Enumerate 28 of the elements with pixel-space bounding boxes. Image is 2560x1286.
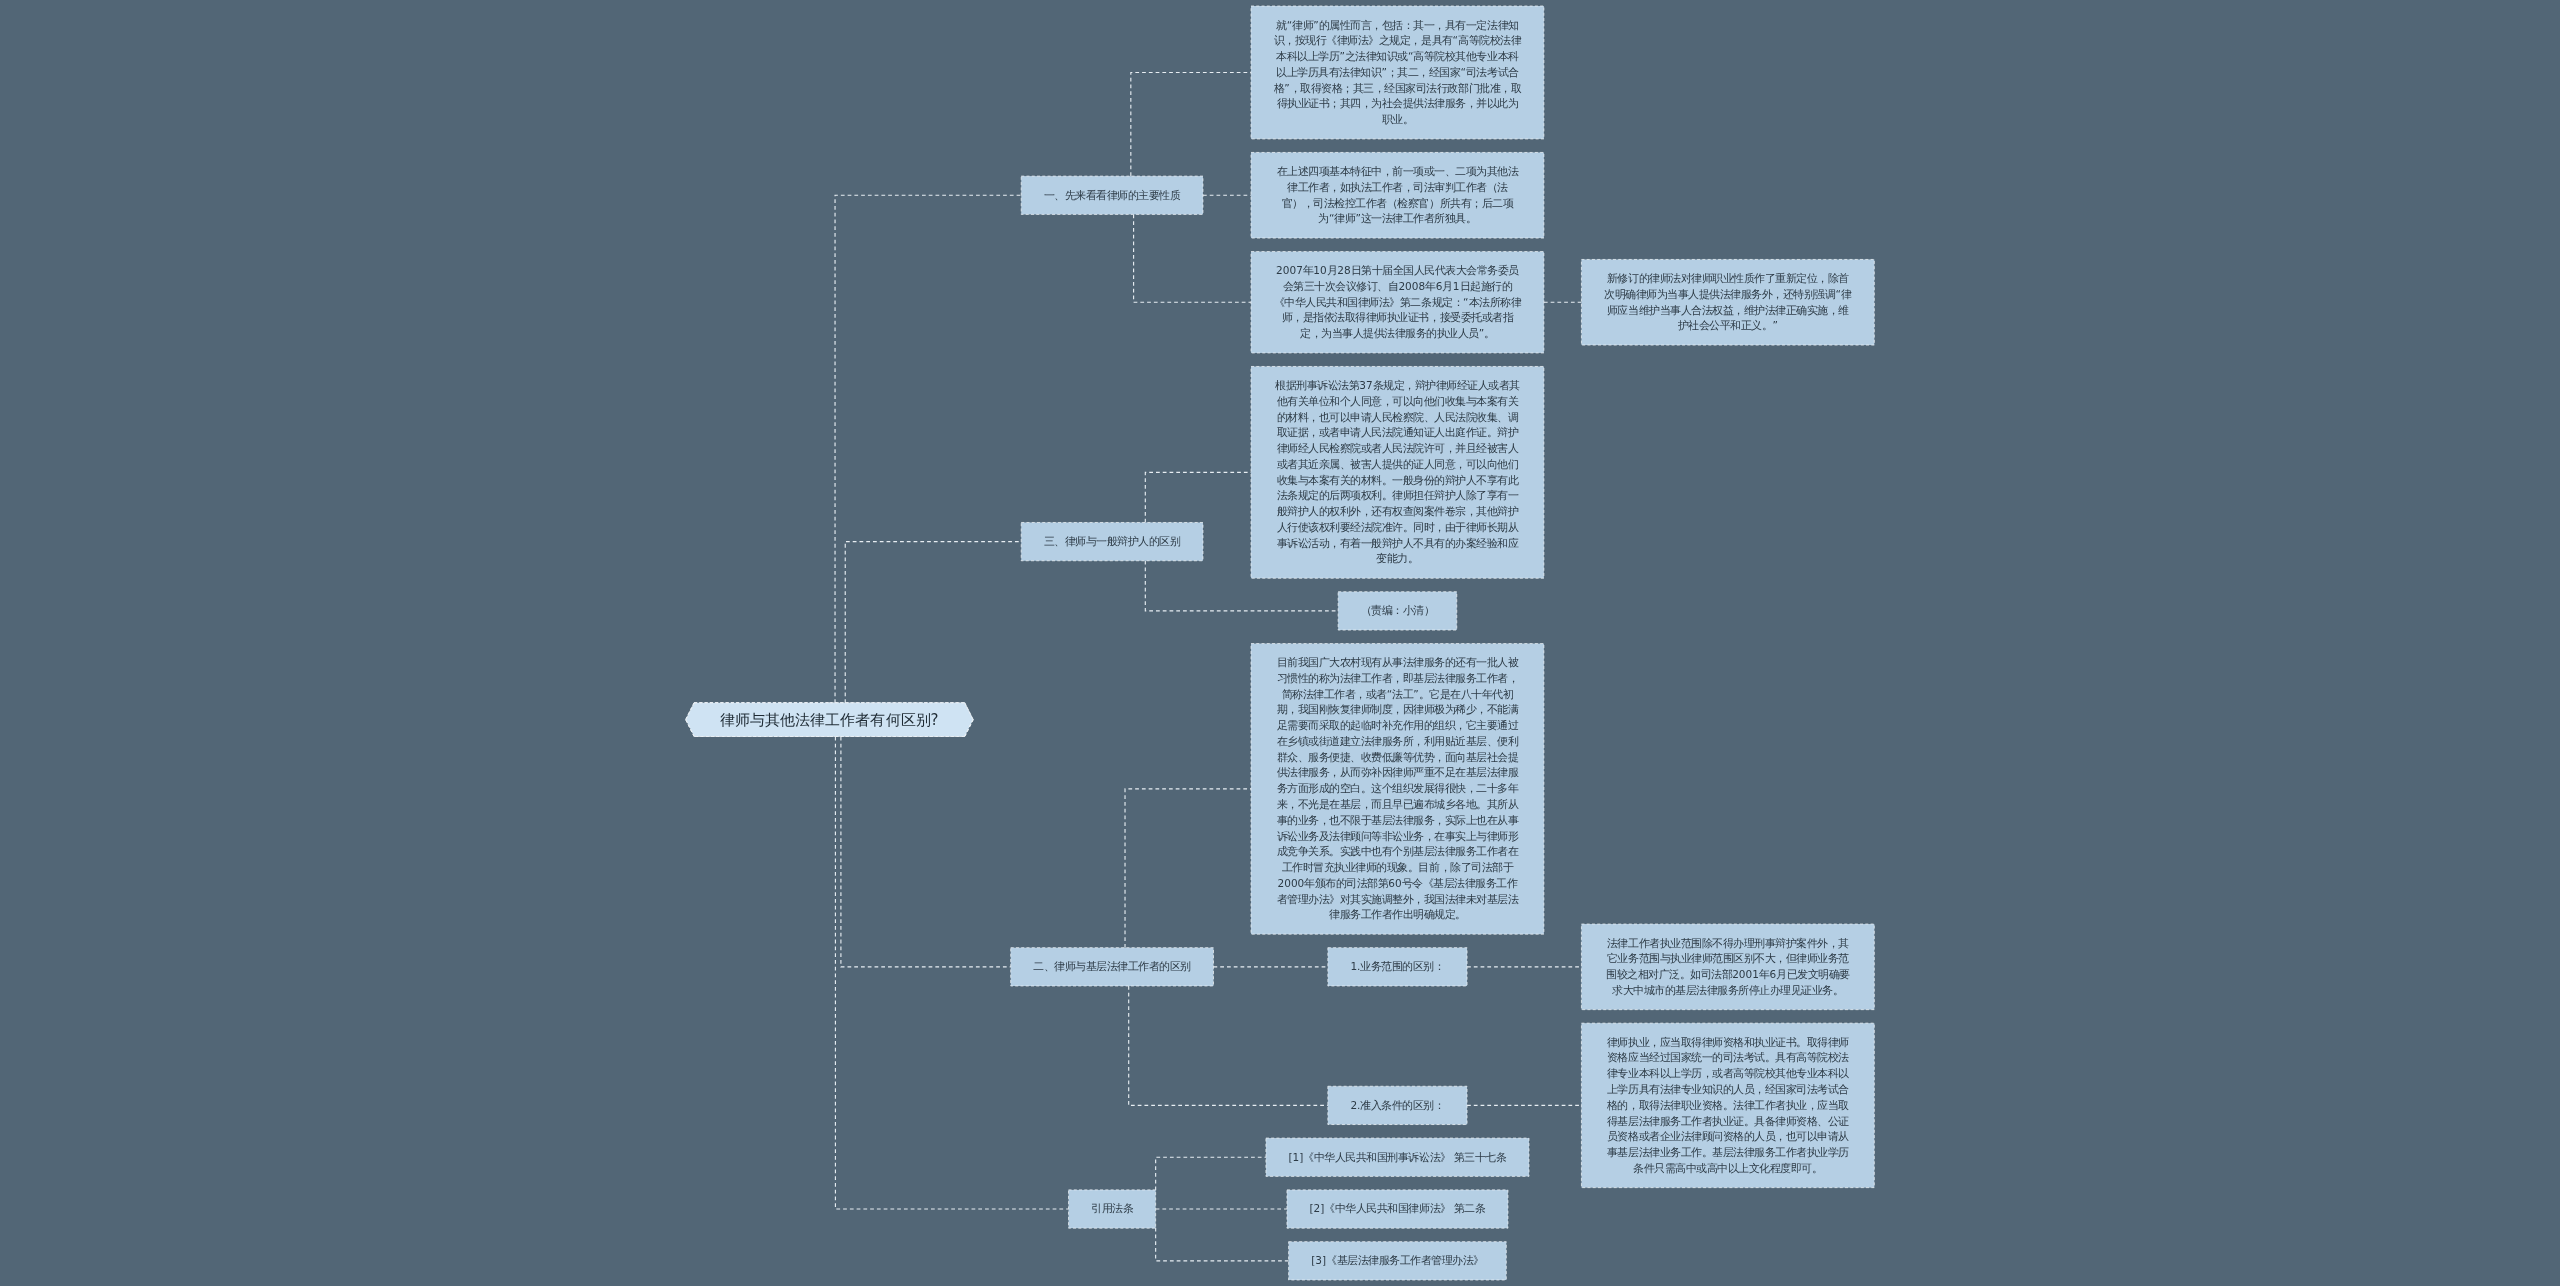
connector [844,541,1022,704]
node-box: 目前我国广大农村现有从事法律服务的还有一批人被习惯性的称为法律工作者，即基层法律服务工作者，简称法律工作者，或者“法工”。它是在八十年代初期，我国刚恢复律师制度，因律师极为稀少，不能满足需要而采取的起临时补充作用的组织，它主要通过在乡镇或街道建立法律服务所，利用贴近基层、便利群众、服务便捷、收费低廉等优势，面向基层社会提供法律服务，从而弥补因律师严重不足在基层法律服务方面形成的空白。这个组织发展得很快，二十多年来，不光是在基层，而且早已遍布城乡各地。其所从事的业务，也不限于基层法律服务，实际上也在从事诉讼业务及法律顾问等非讼业务，在事实上与律师形成竞争关系。实践中也有个别基层法律服务工作者在工作时冒充执业律师的现象。目前，除了司法部于2000年颁布的司法部第60号令《基层法律服务工作者管理办法》对其实施调整外，我国法律未对基层法律服务工作者作出明确规定。 [1250,643,1545,935]
node-box: （责编：小清） [1337,591,1458,631]
node-box: 新修订的律师法对律师职业性质作了重新定位，除首次明确律师为当事人提供法律服务外，还特别强调“律师应当维护当事人合法权益，维护法律正确实施，维护社会公平和正义。” [1581,259,1875,346]
connector [1466,966,1582,968]
node-box: 律师执业，应当取得律师资格和执业证书。取得律师资格应当经过国家统一的司法考试。具有高等院校法律专业本科以上学历，或者高等院校其他专业本科以上学历具有法律专业知识的人员，经国家司法考试合格的，取得法律职业资格。法律工作者执业，应当取得基层法律服务工作者执业证。具备律师资格、公证员资格或者企业法律顾问资格的人员，也可以申请从事基层法律业务工作。基层法律服务工作者执业学历条件只需高中或高中以上文化程度即可。 [1581,1022,1875,1188]
node-box: 2.准入条件的区别： [1327,1085,1468,1125]
connector [834,194,1022,704]
connector [1155,1227,1290,1262]
node-box: 2007年10月28日第十届全国人民代表大会常务委员会第三十次会议修订、自2008年6月1日起施行的《中华人民共和国律师法》第二条规定：“本法所称律师，是指依法取得律师执业证书，接受委托或者指定，为当事人提供法律服务的执业人员”。 [1250,251,1545,354]
node-box: 就“律师”的属性而言，包括：其一，具有一定法律知识，按现行《律师法》之规定，是具有“高等院校法律本科以上学历”之法律知识或“高等院校其他专业本科以上学历具有法律知识”；其二，经国家“司法考试合格”，取得资格；其三，经国家司法行政部门批准，取得执业证书；其四，为社会提供法律服务，并以此为职业。 [1250,5,1545,140]
node-box: 法律工作者执业范围除不得办理刑事辩护案件外，其它业务范围与执业律师范围区别不大，但律师业务范围较之相对广泛。如司法部2001年6月已发文明确要求大中城市的基层法律服务所停止办理见证业务。 [1581,923,1875,1011]
node-box: 一、先来看看律师的主要性质 [1020,175,1204,215]
node-box: 三、律师与一般辩护人的区别 [1020,522,1204,562]
node-box: 1.业务范围的区别： [1327,947,1468,987]
node-box: [3]《基层法律服务工作者管理办法》 [1288,1241,1507,1281]
connector [1466,1104,1582,1106]
connector [1155,1208,1288,1210]
connector [1212,966,1329,968]
node-box: 二、律师与基层法律工作者的区别 [1010,947,1214,987]
connector [834,736,1070,1210]
connector [1543,301,1582,303]
node-box: [2]《中华人民共和国律师法》 第二条 [1286,1189,1509,1229]
node-box: 引用法条 [1068,1189,1157,1229]
node-box: 根据刑事诉讼法第37条规定，辩护律师经证人或者其他有关单位和个人同意，可以向他们收集与本案有关的材料，也可以申请人民检察院、人民法院收集、调取证据，或者申请人民法院通知证人出庭作证。辩护律师经人民检察院或者人民法院许可，并且经被害人或者其近亲属、被害人提供的证人同意，可以向他们收集与本案有关的材料。一般身份的辩护人不享有此法条规定的后两项权利。律师担任辩护人除了享有一般辩护人的权利外，还有权查阅案件卷宗，其他辩护人行使该权利要经法院准许。同时，由于律师长期从事诉讼活动，有着一般辩护人不具有的办案经验和应变能力。 [1250,366,1545,579]
node-box: [1]《中华人民共和国刑事诉讼法》 第三十七条 [1265,1137,1530,1177]
connector [1133,213,1252,303]
node-box: 在上述四项基本特征中，前一项或一、二项为其他法律工作者，如执法工作者，司法审判工作者（法官），司法检控工作者（检察官）所共有；后二项为“律师”这一法律工作者所独具。 [1250,152,1545,239]
